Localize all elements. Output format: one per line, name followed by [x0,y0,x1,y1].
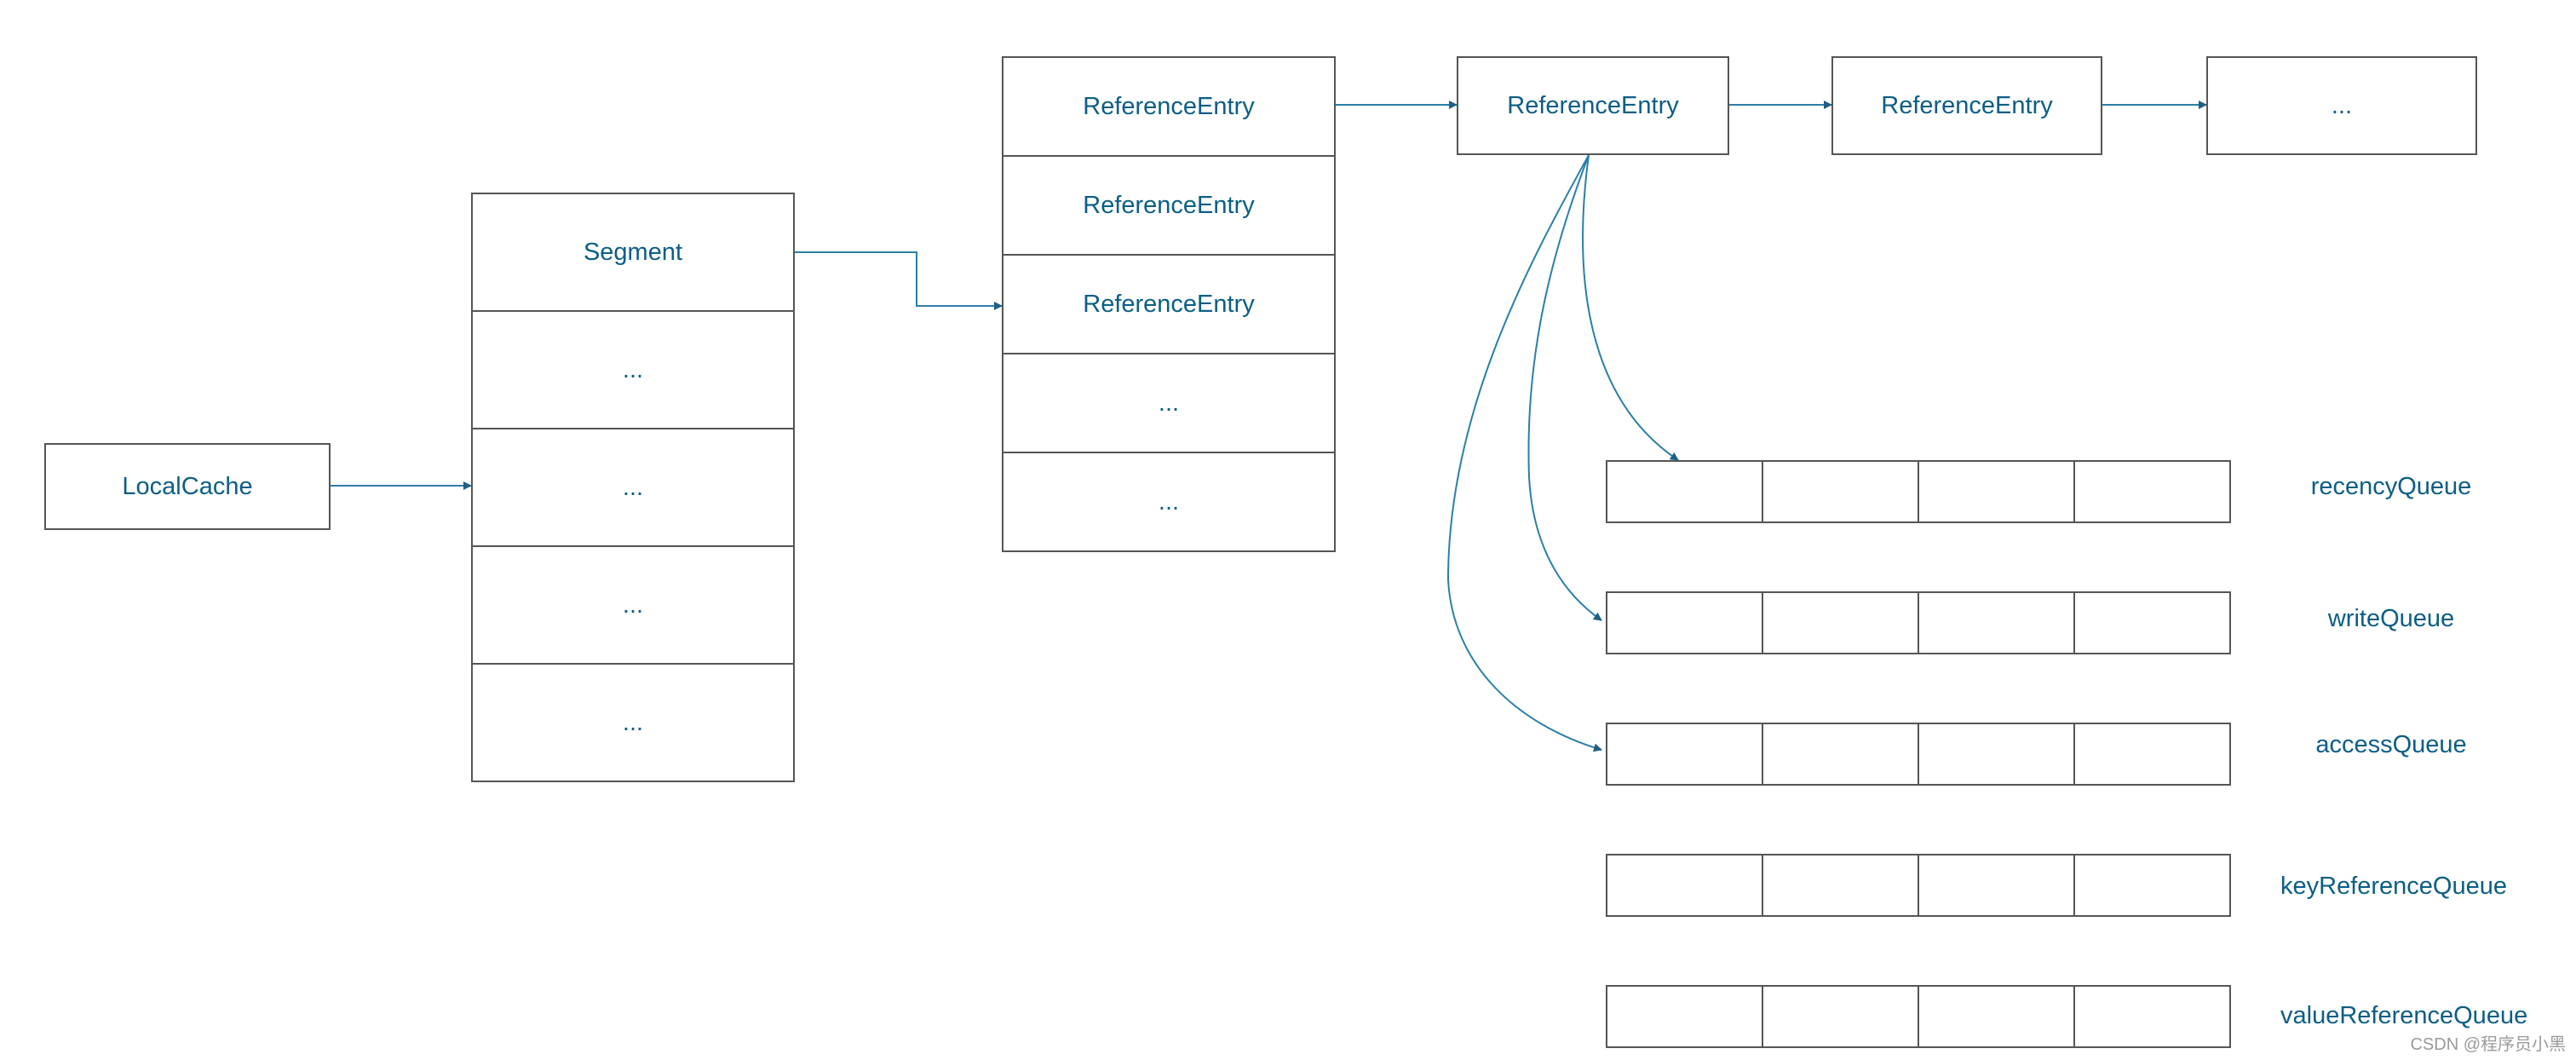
entry-cell-label: ... [1158,389,1180,417]
chain-ellipsis-node: ... [2206,56,2477,155]
segment-cell: ... [471,310,795,429]
localcache-label: LocalCache [122,472,253,500]
queue-label: keyReferenceQueue [2280,873,2507,900]
queue-cell [1606,985,1763,1048]
segment-cell: ... [471,545,795,665]
queue-cell [2073,591,2231,654]
queue-cell [1918,985,2075,1048]
segment-cell: ... [471,428,795,547]
queue-cell [1762,854,1919,917]
segment-cell-label: ... [622,590,644,619]
queue-label: recencyQueue [2310,473,2472,500]
arrow-entry-to-writequeue [1527,154,1602,621]
segment-cell-label: ... [622,708,644,736]
queue-cell [1918,591,2075,654]
queue-cell [1606,854,1763,917]
queue-cell [1762,985,1919,1048]
queue-label: accessQueue [2315,731,2467,758]
segment-cell-label: Segment [583,238,683,266]
segment-cell-label: ... [622,355,644,383]
queue-label: writeQueue [2327,605,2455,632]
queue-cell [2073,723,2231,786]
segment-cell: ... [471,663,795,782]
queue-cell [2073,985,2231,1048]
segment-cell: Segment [471,193,795,312]
queue-cell [1762,460,1919,523]
watermark: CSDN @程序员小黑 [2410,1035,2566,1054]
queue-cell [2073,460,2231,523]
chain-ellipsis-label: ... [2331,91,2353,119]
entry-cell: ReferenceEntry [1002,56,1336,157]
queue-cell [2073,854,2231,917]
queue-cell [1606,460,1763,523]
queue-cell [1606,723,1763,786]
arrow-segment-to-entry [795,251,1003,310]
chain-entry-node: ReferenceEntry [1457,56,1729,155]
entry-cell: ReferenceEntry [1002,155,1336,256]
entry-cell: ... [1002,452,1336,552]
queue-cell [1762,591,1919,654]
queue-cell [1762,723,1919,786]
queue-cell [1918,460,2075,523]
queue-cell [1918,723,2075,786]
queue-cell [1606,591,1763,654]
entry-cell-label: ReferenceEntry [1083,290,1255,318]
entry-cell-label: ReferenceEntry [1083,191,1255,219]
segment-cell-label: ... [622,473,644,501]
arrow-entry-to-recencyqueue [1582,154,1679,461]
localcache-node: LocalCache [44,443,331,530]
arrow-entry-to-accessqueue [1446,154,1602,752]
entry-cell-label: ReferenceEntry [1083,92,1255,120]
chain-entry-label: ReferenceEntry [1507,91,1679,119]
entry-cell: ReferenceEntry [1002,254,1336,354]
queue-label: valueReferenceQueue [2280,1002,2528,1029]
queue-cell [1918,854,2075,917]
chain-entry-node: ReferenceEntry [1831,56,2102,155]
entry-cell-label: ... [1158,487,1180,516]
entry-cell: ... [1002,353,1336,453]
chain-entry-label: ReferenceEntry [1881,91,2053,119]
